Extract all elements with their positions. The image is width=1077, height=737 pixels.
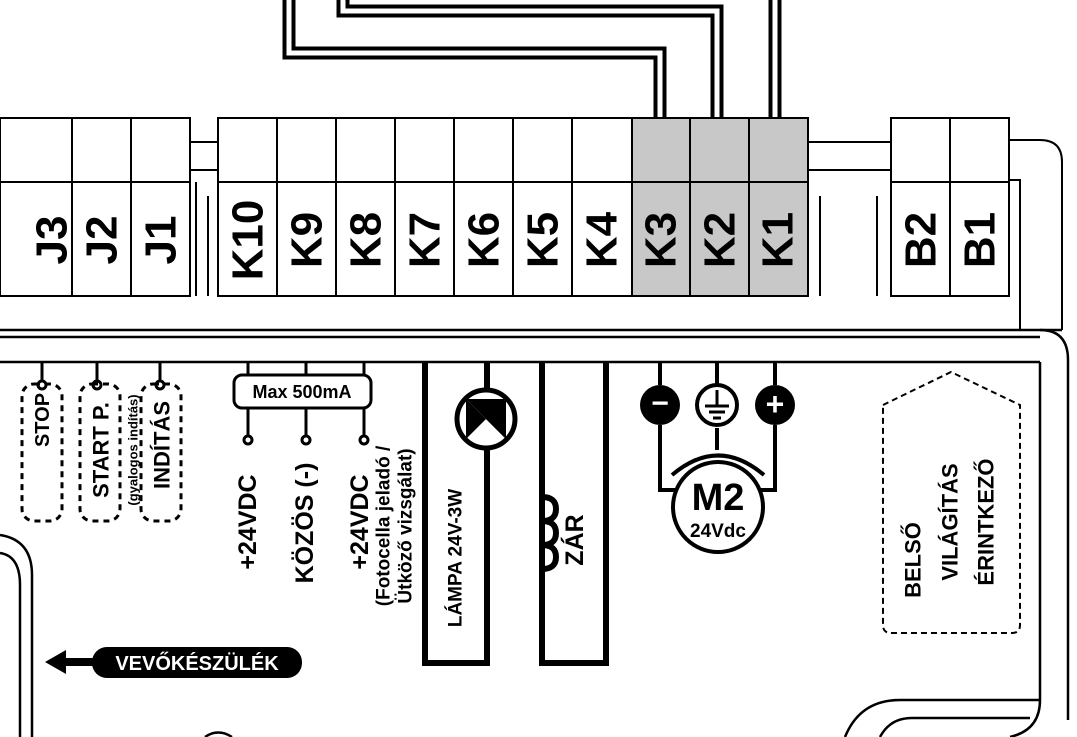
- start-p-label: START P.: [89, 402, 114, 498]
- k-terminal-block: [207, 117, 892, 297]
- start-p-box: [78, 382, 122, 523]
- terminal-label-k3: K3: [637, 212, 686, 268]
- receiver-label: VEVŐKÉSZÜLÉK: [115, 652, 279, 675]
- ground-icon: [695, 383, 739, 427]
- motor-terminal-plus: +: [755, 385, 795, 425]
- internal-light-line2: VILÁGÍTÁS: [938, 463, 963, 580]
- minus-sign: −: [651, 387, 669, 420]
- j-terminal-block: [0, 117, 219, 297]
- terminal-label-k8: K8: [342, 212, 391, 268]
- lock-output: [539, 362, 609, 666]
- terminal-label-b2: B2: [897, 212, 946, 268]
- lock-label: ZÁR: [560, 514, 589, 565]
- terminal-label-k5: K5: [519, 212, 568, 268]
- terminal-label-group: J3 J2 J1 K10 K9 K8 K7 K6 K5 K4 K3 K2 K1 …: [28, 200, 1005, 281]
- plus-sign: +: [766, 386, 785, 422]
- terminal-label-k6: K6: [460, 212, 509, 268]
- power-terminals: [232, 362, 373, 446]
- motor-terminal-minus: −: [640, 385, 680, 425]
- internal-light-line1: BELSŐ: [901, 522, 926, 598]
- terminal-label-k10: K10: [224, 200, 273, 281]
- start-p-note: (gyalogos indítás): [126, 394, 141, 505]
- motor-voltage: 24Vdc: [690, 521, 746, 542]
- internal-light-contact: BELSŐ VILÁGÍTÁS ÉRINTKEZŐ: [882, 370, 1021, 634]
- terminal-label-k2: K2: [696, 212, 745, 268]
- inditas-box: [139, 382, 183, 523]
- lamp-label: LÁMPA 24V-3W: [445, 489, 467, 627]
- receiver-indicator: VEVŐKÉSZÜLÉK: [45, 647, 302, 678]
- terminal-label-j3: J3: [28, 216, 77, 265]
- terminal-label-j2: J2: [78, 216, 127, 265]
- coil-icon: [541, 494, 560, 572]
- motor-name: M2: [692, 477, 745, 519]
- motor-wiring: [658, 362, 777, 492]
- inditas-label: INDÍTÁS: [150, 401, 175, 489]
- motor-cables: [282, 0, 782, 120]
- internal-light-line3: ÉRINTKEZŐ: [974, 458, 999, 585]
- plus24-label: +24VDC: [234, 474, 262, 569]
- b-terminal-block: [876, 117, 1063, 330]
- terminal-label-k1: K1: [754, 212, 803, 268]
- common-label: KÖZÖS (-): [290, 463, 319, 584]
- board-edge: [0, 328, 1070, 737]
- terminal-label-j1: J1: [137, 216, 186, 265]
- terminal-label-b1: B1: [956, 212, 1005, 268]
- photo-note-1: (Fotocella jeladó /: [374, 445, 395, 606]
- input-contacts: [20, 362, 183, 523]
- max-current-label: Max 500mA: [252, 382, 351, 402]
- stop-box: [20, 382, 64, 523]
- terminal-label-k7: K7: [401, 212, 450, 268]
- motor-icon: M2 24Vdc: [671, 460, 765, 554]
- terminal-label-k4: K4: [578, 211, 627, 268]
- stop-label: STOP: [32, 393, 54, 447]
- plus24-photo-label: +24VDC: [346, 474, 374, 569]
- photo-note-2: Ütköző vizsgálat): [396, 448, 417, 603]
- max-current-box: [232, 373, 373, 410]
- arrow-left-icon: [45, 650, 66, 674]
- terminal-label-k9: K9: [283, 212, 332, 268]
